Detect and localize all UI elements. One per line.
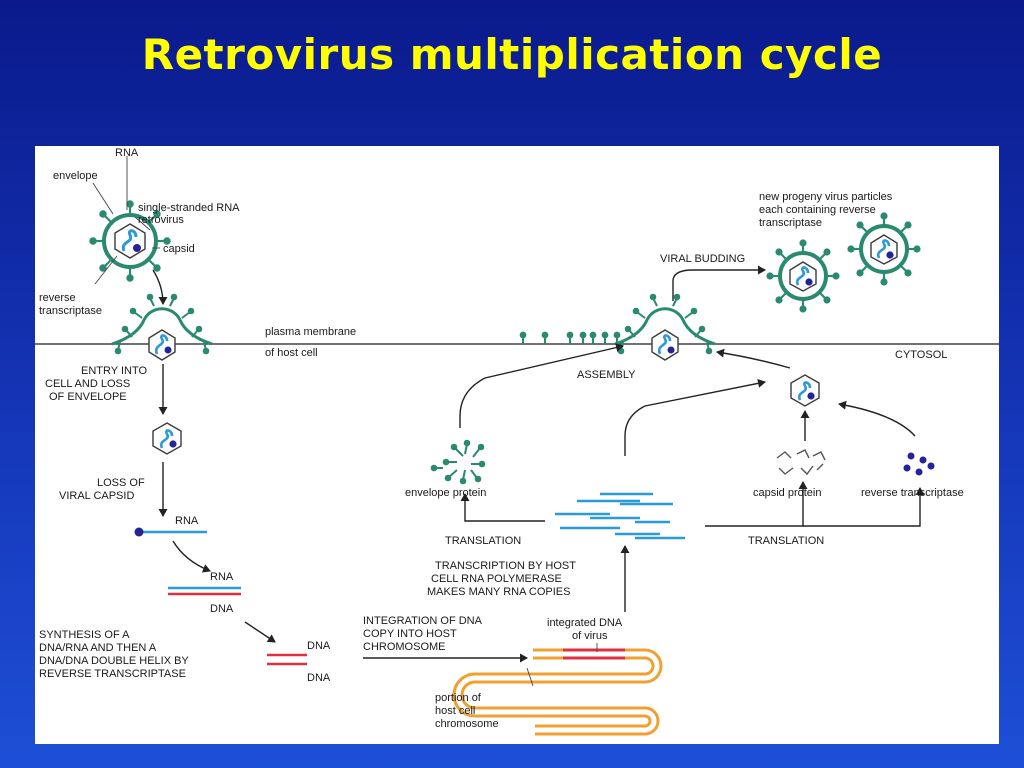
capsid-after-entry xyxy=(152,422,182,455)
label-integration-1: INTEGRATION OF DNA xyxy=(363,615,483,627)
label-integrated-2: of virus xyxy=(572,630,608,642)
label-plasma-1: plasma membrane xyxy=(265,326,356,338)
label-envelope: envelope xyxy=(53,170,98,182)
label-synth-3: DNA/DNA DOUBLE HELIX BY xyxy=(39,655,189,667)
label-envelope-protein: envelope protein xyxy=(405,487,486,499)
label-dna-ds-2: DNA xyxy=(307,672,331,684)
reverse-transcriptase-dots xyxy=(903,452,935,476)
entering-virus xyxy=(111,293,213,361)
label-portion-3: chromosome xyxy=(435,718,499,730)
capsid-protein-fragments xyxy=(776,449,826,476)
label-reverse-transcriptase: reverse transcriptase xyxy=(861,487,964,499)
slide-title: Retrovirus multiplication cycle xyxy=(141,30,883,79)
label-rna-hybrid: RNA xyxy=(210,571,234,583)
label-integrated-1: integrated DNA xyxy=(547,617,623,629)
membrane-spikes xyxy=(519,331,621,344)
retrovirus-particle xyxy=(89,200,171,282)
label-capsid: capsid xyxy=(163,243,195,255)
label-single-stranded-2: retrovirus xyxy=(138,214,184,226)
rna-copies xyxy=(555,492,685,540)
label-reverse-1: reverse xyxy=(39,292,76,304)
label-portion-1: portion of xyxy=(435,692,482,704)
label-translation-left: TRANSLATION xyxy=(445,535,521,547)
label-rna-mid: RNA xyxy=(175,515,199,527)
label-entry-2: CELL AND LOSS xyxy=(45,378,130,390)
rna-dna-hybrid xyxy=(168,586,241,596)
label-integration-2: COPY INTO HOST xyxy=(363,628,457,640)
label-progeny-2: each containing reverse xyxy=(759,204,876,216)
diagram-panel: RNA envelope single-stranded RNA retrovi… xyxy=(35,146,999,744)
leader-lines xyxy=(92,156,598,687)
label-plasma-2: of host cell xyxy=(265,347,318,359)
label-integration-3: CHROMOSOME xyxy=(363,641,446,653)
progeny-virus-1 xyxy=(766,239,840,313)
retrovirus-diagram: RNA envelope single-stranded RNA retrovi… xyxy=(35,147,999,736)
label-rna-top: RNA xyxy=(115,147,139,159)
envelope-protein-cluster xyxy=(430,439,486,485)
label-synth-4: REVERSE TRANSCRIPTASE xyxy=(39,668,186,680)
label-assembly: ASSEMBLY xyxy=(577,369,636,381)
label-cytosol: CYTOSOL xyxy=(895,349,947,361)
label-loss-1: LOSS OF xyxy=(97,477,145,489)
label-transcription-3: MAKES MANY RNA COPIES xyxy=(427,586,570,598)
viral-rna xyxy=(134,527,207,537)
label-dna-ds-1: DNA xyxy=(307,640,331,652)
label-progeny-1: new progeny virus particles xyxy=(759,191,893,203)
label-entry-1: ENTRY INTO xyxy=(81,365,147,377)
label-portion-2: host cell xyxy=(435,705,475,717)
label-synth-2: DNA/RNA AND THEN A xyxy=(39,642,157,654)
label-entry-3: OF ENVELOPE xyxy=(49,391,127,403)
label-dna-hybrid: DNA xyxy=(210,603,234,615)
label-reverse-2: transcriptase xyxy=(39,305,102,317)
label-progeny-3: transcriptase xyxy=(759,217,822,229)
label-single-stranded-1: single-stranded RNA xyxy=(138,202,240,214)
label-capsid-protein: capsid protein xyxy=(753,487,822,499)
progeny-virus-2 xyxy=(847,212,921,286)
label-synth-1: SYNTHESIS OF A xyxy=(39,629,130,641)
label-loss-2: VIRAL CAPSID xyxy=(59,490,134,502)
free-capsid xyxy=(790,374,820,407)
label-transcription-2: CELL RNA POLYMERASE xyxy=(431,573,562,585)
host-chromosome xyxy=(452,648,663,736)
label-translation-right: TRANSLATION xyxy=(748,535,824,547)
dna-double-helix xyxy=(267,653,307,666)
pathway-arrows xyxy=(152,265,925,663)
label-transcription-1: TRANSCRIPTION BY HOST xyxy=(435,560,576,572)
assembly-virus xyxy=(614,293,716,361)
label-viral-budding: VIRAL BUDDING xyxy=(660,253,745,265)
